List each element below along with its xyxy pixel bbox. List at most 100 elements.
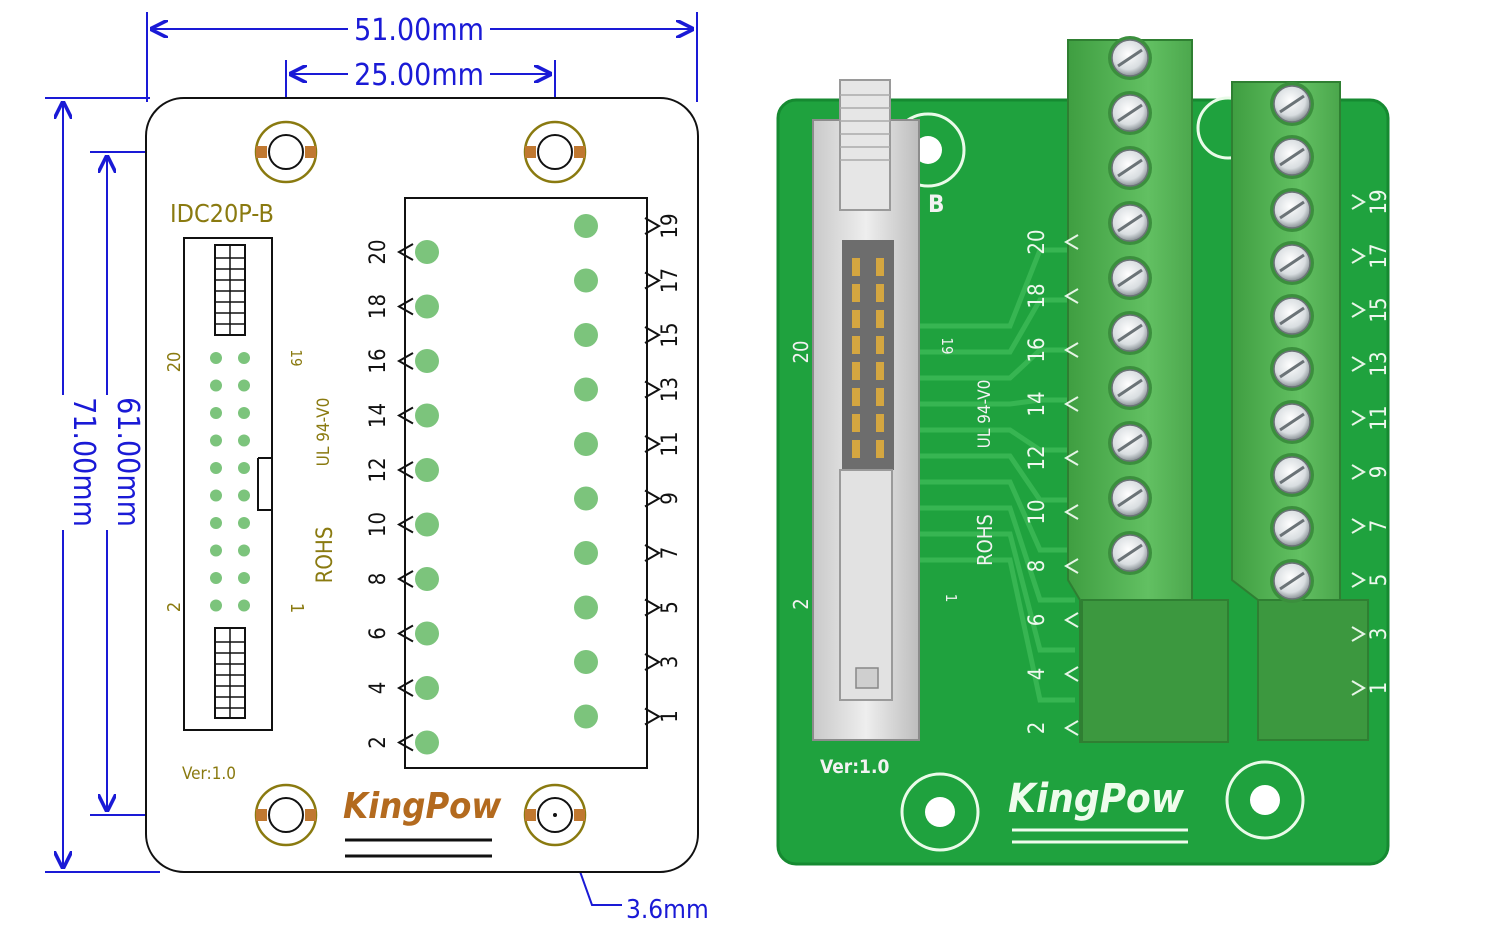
- terminal-screw: [1108, 146, 1152, 190]
- dim-hole-spacing: 25.00mm: [354, 58, 484, 93]
- idc-gold-pin: [852, 336, 860, 354]
- terminal-pad-odd: [574, 486, 598, 511]
- dim-hole-diameter: 3.6mm: [626, 895, 709, 925]
- terminal-screw: [1270, 453, 1314, 497]
- terminal-pad-even: [415, 676, 439, 700]
- idc-gold-pin: [852, 284, 860, 302]
- photo-label-odd: 9: [1367, 466, 1392, 479]
- terminal-pad-even: [415, 403, 439, 428]
- ul-rating-label: UL 94-V0: [314, 398, 334, 467]
- brand-logo-label: KingPow: [343, 786, 502, 827]
- terminal-screw: [1108, 311, 1152, 355]
- photo-ul-label: UL 94-V0: [975, 380, 995, 449]
- terminal-screw: [1270, 82, 1314, 126]
- photo-label-odd: 7: [1367, 520, 1392, 533]
- photo-label-odd: 11: [1367, 405, 1392, 430]
- idc-gold-pin: [876, 440, 884, 458]
- terminal-screw: [1270, 559, 1314, 603]
- idc-pin-label-20: 20: [164, 352, 185, 373]
- terminal-block-footprint: [404, 197, 648, 769]
- terminal-label-even: 12: [366, 457, 391, 482]
- idc-gold-pin: [876, 388, 884, 406]
- photo-model-partial: B: [928, 190, 944, 218]
- pcb-trace: [920, 347, 1075, 381]
- pcb-trace: [920, 427, 1075, 453]
- terminal-label-even: 20: [366, 239, 391, 264]
- idc-gold-pin: [852, 414, 860, 432]
- mounting-hole: [523, 120, 587, 184]
- terminal-screw: [1270, 400, 1314, 444]
- terminal-screw: [1108, 91, 1152, 135]
- idc-gold-pin: [852, 258, 860, 276]
- idc-gold-pin: [852, 388, 860, 406]
- terminal-pad-odd: [574, 541, 598, 565]
- photo-label-odd: 1: [1367, 682, 1392, 695]
- terminal-label-odd: 5: [658, 601, 683, 614]
- photo-pin-label-19: 19: [938, 337, 956, 354]
- terminal-pad-odd: [574, 323, 598, 347]
- photo-label-odd: 19: [1367, 189, 1392, 214]
- terminal-pad-odd: [574, 214, 598, 238]
- photo-pin-label-2: 2: [789, 598, 813, 609]
- terminal-screw: [1108, 421, 1152, 465]
- photo-label-odd: 3: [1367, 628, 1392, 641]
- idc-pad: [238, 379, 250, 392]
- dimension-drawing: 51.00mm 25.00mm 71.00mm 61.00mm 3.6mm ID…: [45, 12, 709, 925]
- idc-pad: [238, 544, 250, 557]
- idc-gold-pin: [876, 258, 884, 276]
- terminal-screw: [1270, 294, 1314, 338]
- dim-height-total: 71.00mm: [66, 397, 101, 527]
- terminal-label-even: 6: [366, 627, 391, 640]
- terminal-pad-odd: [574, 595, 598, 620]
- idc-gold-pin: [876, 414, 884, 432]
- terminal-screw: [1270, 135, 1314, 179]
- mounting-hole: [523, 783, 587, 847]
- terminal-label-odd: 7: [658, 547, 683, 560]
- rohs-label: ROHS: [313, 527, 338, 584]
- pcb-trace: [920, 247, 1075, 329]
- terminal-pad-even: [415, 621, 439, 646]
- pcb-trace: [920, 453, 1075, 503]
- mounting-hole: [254, 120, 318, 184]
- terminal-pad-even: [415, 512, 439, 537]
- pcb-trace: [920, 297, 1075, 355]
- photo-version-label: Ver:1.0: [820, 756, 889, 778]
- pcb-trace: [920, 479, 1075, 553]
- terminal-screw: [1108, 531, 1152, 575]
- terminal-label-even: 14: [366, 403, 391, 428]
- idc-pad: [210, 544, 222, 557]
- terminal-label-odd: 13: [658, 377, 683, 402]
- terminal-label-even: 16: [366, 348, 391, 373]
- terminal-pad-even: [415, 458, 439, 482]
- idc-gold-pin: [852, 440, 860, 458]
- idc-pad: [238, 462, 250, 474]
- mounting-hole: [254, 783, 318, 847]
- photo-label-even: 6: [1025, 614, 1050, 627]
- terminal-label-odd: 1: [658, 710, 683, 723]
- terminal-screw: [1108, 256, 1152, 300]
- terminal-pad-even: [415, 240, 439, 264]
- idc-pad: [210, 462, 222, 474]
- idc-pad: [238, 517, 250, 529]
- dim-hole-vertical: 61.00mm: [110, 397, 145, 527]
- pcb-trace: [920, 397, 1075, 407]
- terminal-screw: [1108, 476, 1152, 520]
- idc-gold-pin: [876, 362, 884, 380]
- photo-label-even: 14: [1025, 391, 1050, 416]
- terminal-screw: [1270, 241, 1314, 285]
- idc-pad: [210, 352, 222, 364]
- photo-pin-label-1: 1: [942, 594, 960, 603]
- board-outline: [145, 97, 699, 873]
- idc-pad: [210, 572, 222, 584]
- photo-label-even: 12: [1025, 445, 1050, 470]
- pcb-trace: [920, 557, 1075, 703]
- idc-pad: [238, 489, 250, 502]
- product-photo: B 20 2 19 1 UL 94-V0 ROHS Ver:1.0 KingPo…: [776, 36, 1392, 866]
- terminal-screw: [1108, 201, 1152, 245]
- terminal-pad-even: [415, 567, 439, 591]
- photo-label-even: 16: [1025, 337, 1050, 362]
- photo-rohs-label: ROHS: [973, 514, 997, 566]
